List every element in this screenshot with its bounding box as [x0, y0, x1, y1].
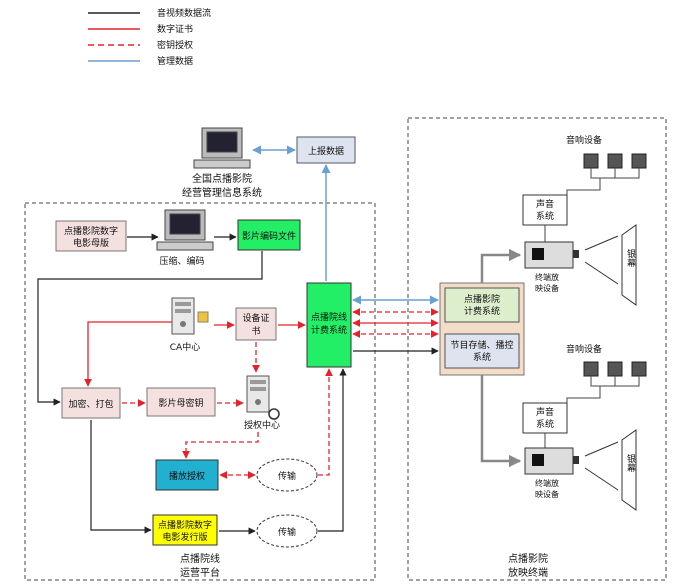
sound-system-box-2	[522, 402, 568, 434]
device-cert-line2: 书	[251, 326, 260, 337]
sound-system-line1-1: 声音	[536, 198, 554, 210]
audio-device-label-1: 音响设备	[566, 134, 602, 146]
key-arrow-transport-billing	[318, 368, 333, 476]
terminal-billing-box	[444, 287, 520, 323]
license-server-icon	[246, 375, 270, 413]
terminal-title-line2: 放映终端	[508, 566, 548, 579]
projector-line1-1: 终端放	[535, 272, 559, 282]
transport-label-1: 传输	[278, 470, 296, 482]
screen-1	[621, 224, 637, 306]
speaker-icon	[583, 153, 599, 169]
national-system-line1: 全国点播影院	[192, 172, 252, 185]
legend-digital-cert: 数字证书	[157, 23, 193, 35]
screen-label-2: 银幕	[625, 453, 636, 472]
transport-label-2: 传输	[278, 526, 296, 538]
master-copy-line2: 电影母版	[73, 237, 109, 249]
audio-device-label-2: 音响设备	[566, 343, 602, 355]
film-key-box	[146, 387, 216, 417]
billing-center-line2: 计费系统	[311, 324, 347, 336]
release-copy-line1: 点播影院数字	[158, 519, 212, 531]
report-data-box	[296, 136, 356, 164]
encoded-file-label: 影片编码文件	[242, 230, 296, 242]
billing-center-line1: 点播院线	[311, 311, 347, 323]
terminal-region	[407, 117, 667, 581]
speaker-icon	[607, 153, 623, 169]
ca-center-label: CA中心	[170, 341, 200, 353]
speaker-icon	[631, 153, 647, 169]
report-data-label: 上报数据	[308, 145, 344, 157]
legend-key-license: 密钥授权	[157, 39, 193, 51]
device-cert-line1: 设备证	[242, 312, 269, 324]
program-storage-box	[444, 333, 520, 369]
speaker-icon	[607, 361, 623, 377]
legend-mgmt-data: 管理数据	[157, 55, 193, 67]
legend-av-stream: 音视频数据流	[157, 7, 211, 19]
sound-system-line2-2: 系统	[536, 418, 554, 430]
encoder-computer-icon	[156, 209, 214, 251]
av-arrow-to-encrypt	[37, 251, 263, 406]
screen-2	[621, 429, 637, 511]
speaker-icon	[583, 361, 599, 377]
cert-arrow-ca-encrypt	[84, 321, 172, 387]
terminal-billing-line2: 计费系统	[464, 305, 500, 317]
release-copy-line2: 电影发行版	[162, 531, 207, 543]
sound-system-box-1	[522, 194, 568, 226]
ca-server-icon	[171, 297, 195, 335]
screen-label-1: 银幕	[625, 248, 636, 267]
projector-line1-2: 终端放	[535, 478, 559, 488]
platform-region	[24, 202, 376, 581]
terminal-title-line1: 点播影院	[508, 552, 548, 565]
license-center-label: 授权中心	[244, 419, 280, 431]
release-copy-box	[152, 514, 218, 546]
national-system-line2: 经营管理信息系统	[182, 186, 262, 199]
play-license-label: 播放授权	[169, 470, 205, 482]
film-key-label: 影片母密钥	[158, 397, 203, 409]
projector-line2-1: 映设备	[535, 283, 559, 293]
av-arrow-projector-1	[480, 248, 522, 283]
av-arrow-transport-billing	[318, 368, 347, 532]
sound-system-line1-2: 声音	[536, 406, 554, 418]
transport-cloud-1	[256, 458, 318, 492]
program-storage-line1: 节目存储、播控	[450, 339, 513, 351]
billing-center-box	[306, 282, 352, 368]
device-cert-box	[235, 307, 277, 341]
transport-cloud-2	[256, 514, 318, 548]
speaker-icon	[631, 361, 647, 377]
sound-system-line2-1: 系统	[536, 210, 554, 222]
key-arrow-license-play	[182, 432, 259, 459]
legend: 音视频数据流 数字证书 密钥授权 管理数据	[88, 7, 211, 67]
terminal-billing-line1: 点播影院	[464, 293, 500, 305]
platform-title-line2: 运营平台	[180, 566, 220, 579]
av-arrow-encrypt-release	[90, 420, 152, 534]
master-copy-box	[55, 220, 127, 252]
encoded-file-box	[237, 219, 301, 251]
projector-line2-2: 映设备	[535, 489, 559, 499]
encrypt-pack-label: 加密、打包	[68, 398, 113, 410]
program-storage-line2: 系统	[473, 351, 491, 363]
play-license-box	[155, 459, 219, 491]
platform-title-line1: 点播院线	[180, 552, 220, 565]
encrypt-pack-box	[61, 387, 121, 419]
master-copy-line1: 点播影院数字	[64, 225, 118, 237]
av-arrow-projector-2	[480, 375, 522, 468]
compress-label: 压缩、编码	[159, 255, 204, 267]
computer-icon	[193, 127, 251, 169]
